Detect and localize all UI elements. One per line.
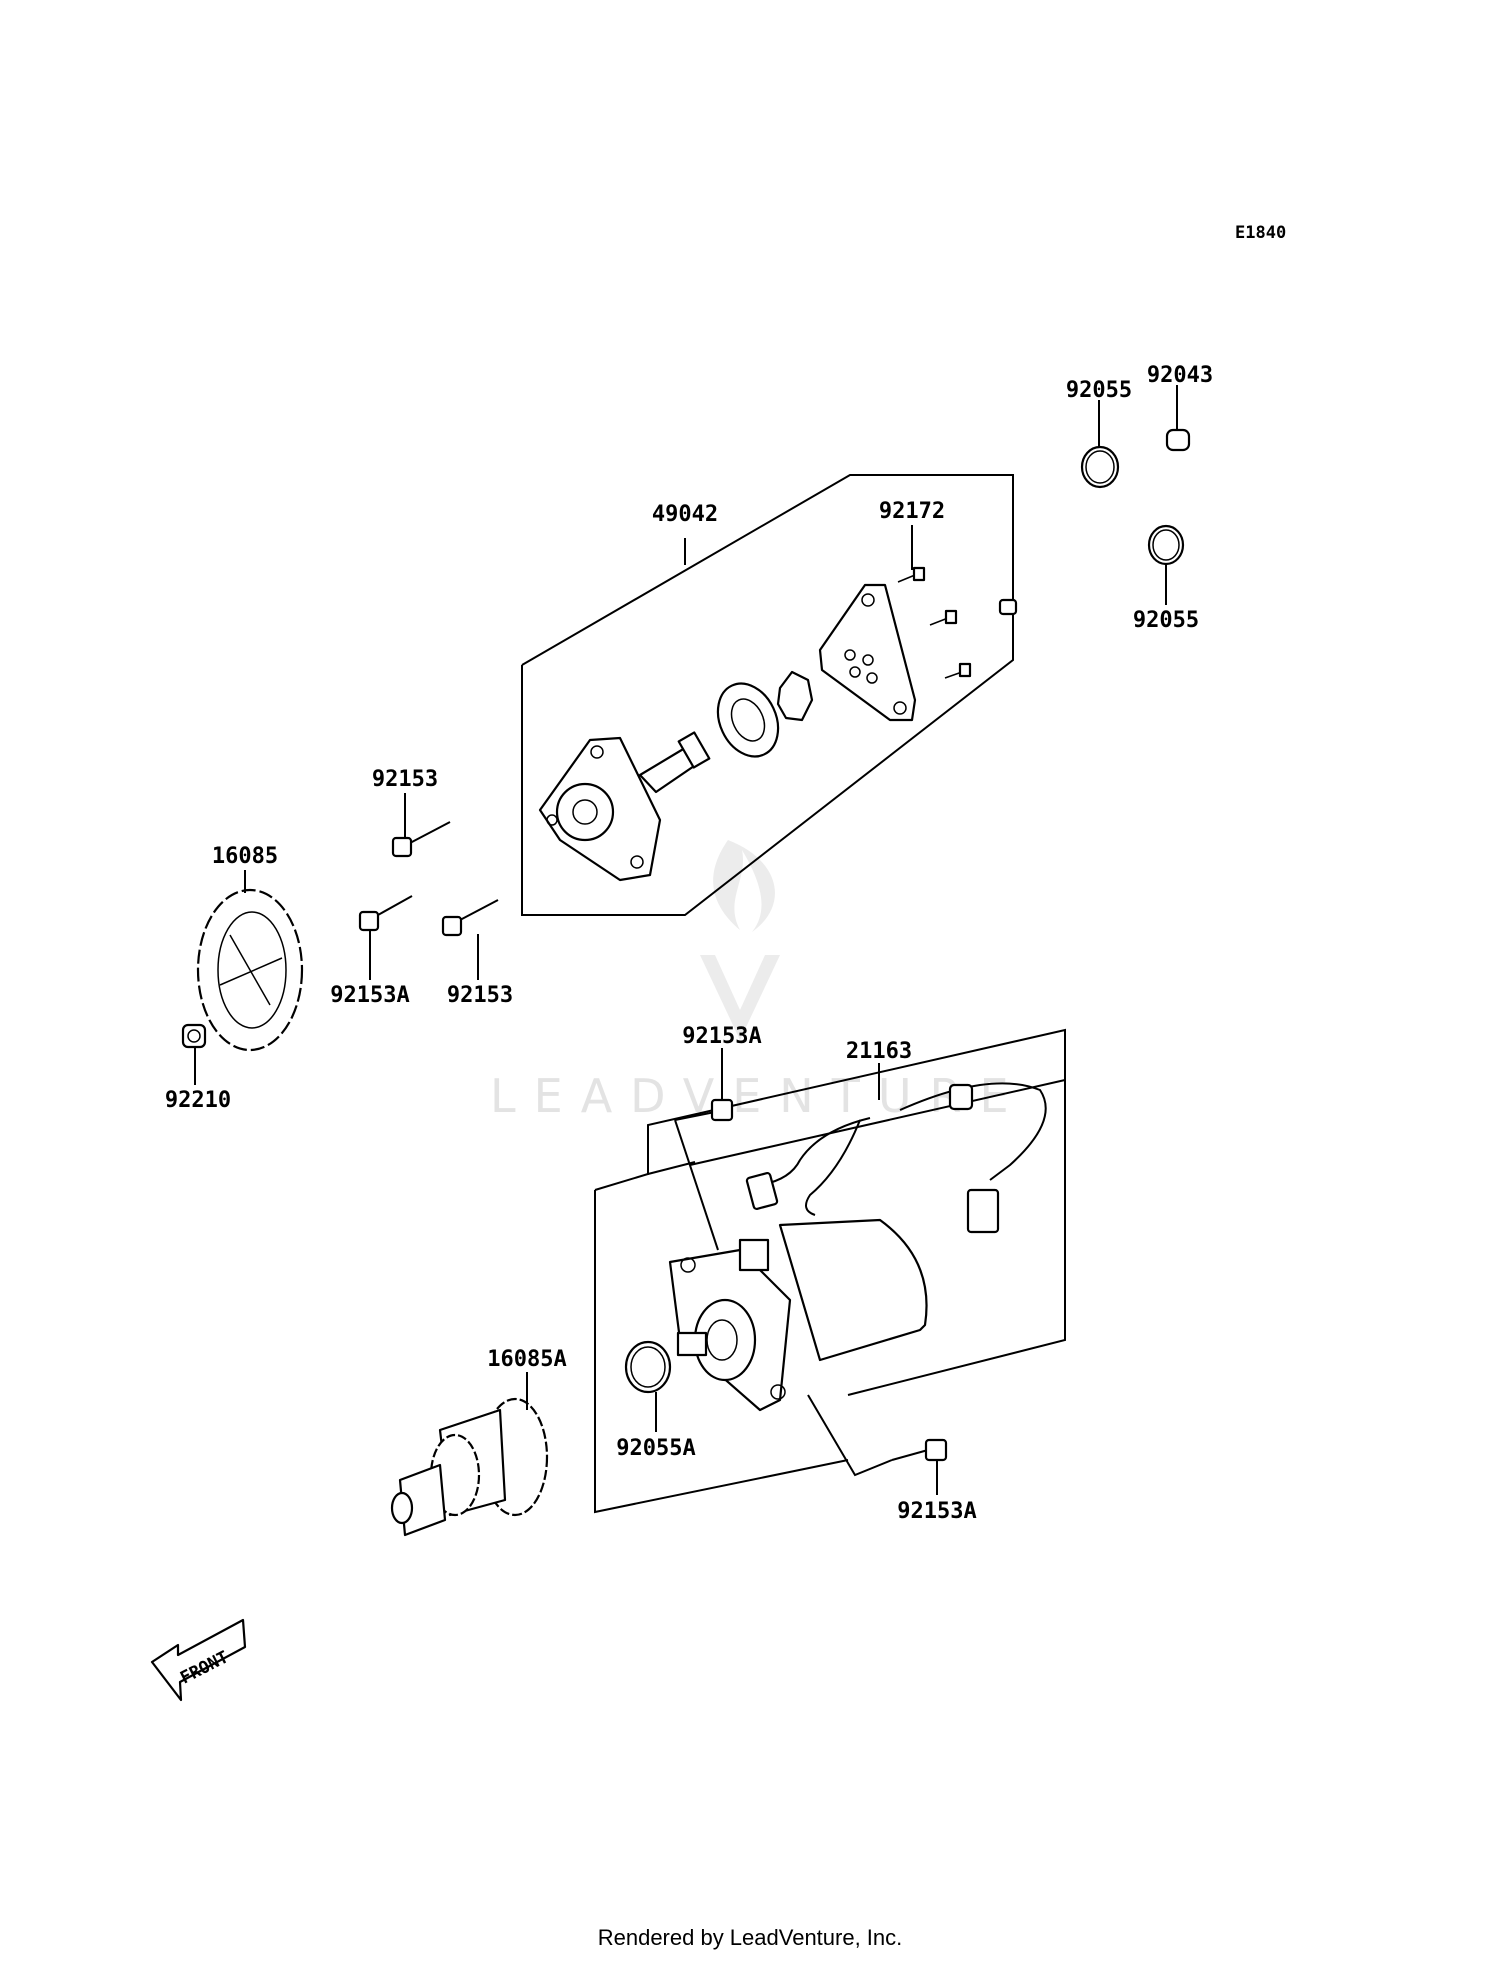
footer-credit: Rendered by LeadVenture, Inc. [598,1925,903,1950]
o-ring-92055-right-part [1147,524,1185,566]
label-16085A: 16085A [487,1347,566,1372]
label-92172: 92172 [879,499,945,524]
starter-clutch-16085A-part [390,1397,549,1537]
pump-housing-part [538,736,662,882]
plug-92043-part [1165,428,1191,452]
outer-rotor-part [716,682,780,758]
sprocket-16085-part [196,888,304,1052]
label-21163: 21163 [846,1039,912,1064]
label-92055-right: 92055 [1133,608,1199,633]
label-92153-upper: 92153 [372,767,438,792]
bolt-92153-lower-part [441,899,499,937]
diagram-code: E1840 [1235,223,1286,243]
label-92153A-top: 92153A [682,1024,761,1049]
bolt-92153A-bottom-part [891,1438,948,1462]
assembly-box-49042 [521,474,1014,916]
front-arrow: FRONT [150,1618,247,1702]
label-92210: 92210 [165,1088,231,1113]
label-92153A-left: 92153A [330,983,409,1008]
bolt-92153-upper-part [391,821,451,858]
watermark-text: LEADVENTURE [490,1069,1027,1123]
label-92055-top: 92055 [1066,378,1132,403]
wiring-harness-part [745,1082,1047,1234]
label-16085: 16085 [212,844,278,869]
label-92055A: 92055A [616,1436,695,1461]
bolt-92153A-left-part [358,895,413,932]
leader-lines [194,385,1178,1495]
cover-screws-part [897,566,1018,679]
assembly-box-21163 [594,1028,1066,1514]
starter-motor-part [668,1218,928,1412]
pump-shaft-part [638,731,711,794]
watermark: LEADVENTURE [490,840,1027,1123]
inner-rotor-part [776,670,814,722]
pump-cover-part [818,583,917,722]
label-92153-lower: 92153 [447,983,513,1008]
nut-92210-part [181,1023,207,1049]
label-92153A-bottom: 92153A [897,1499,976,1524]
o-ring-92055-top-part [1080,445,1120,489]
label-49042: 49042 [652,502,718,527]
o-ring-92055A-part [624,1340,672,1394]
label-92043: 92043 [1147,363,1213,388]
